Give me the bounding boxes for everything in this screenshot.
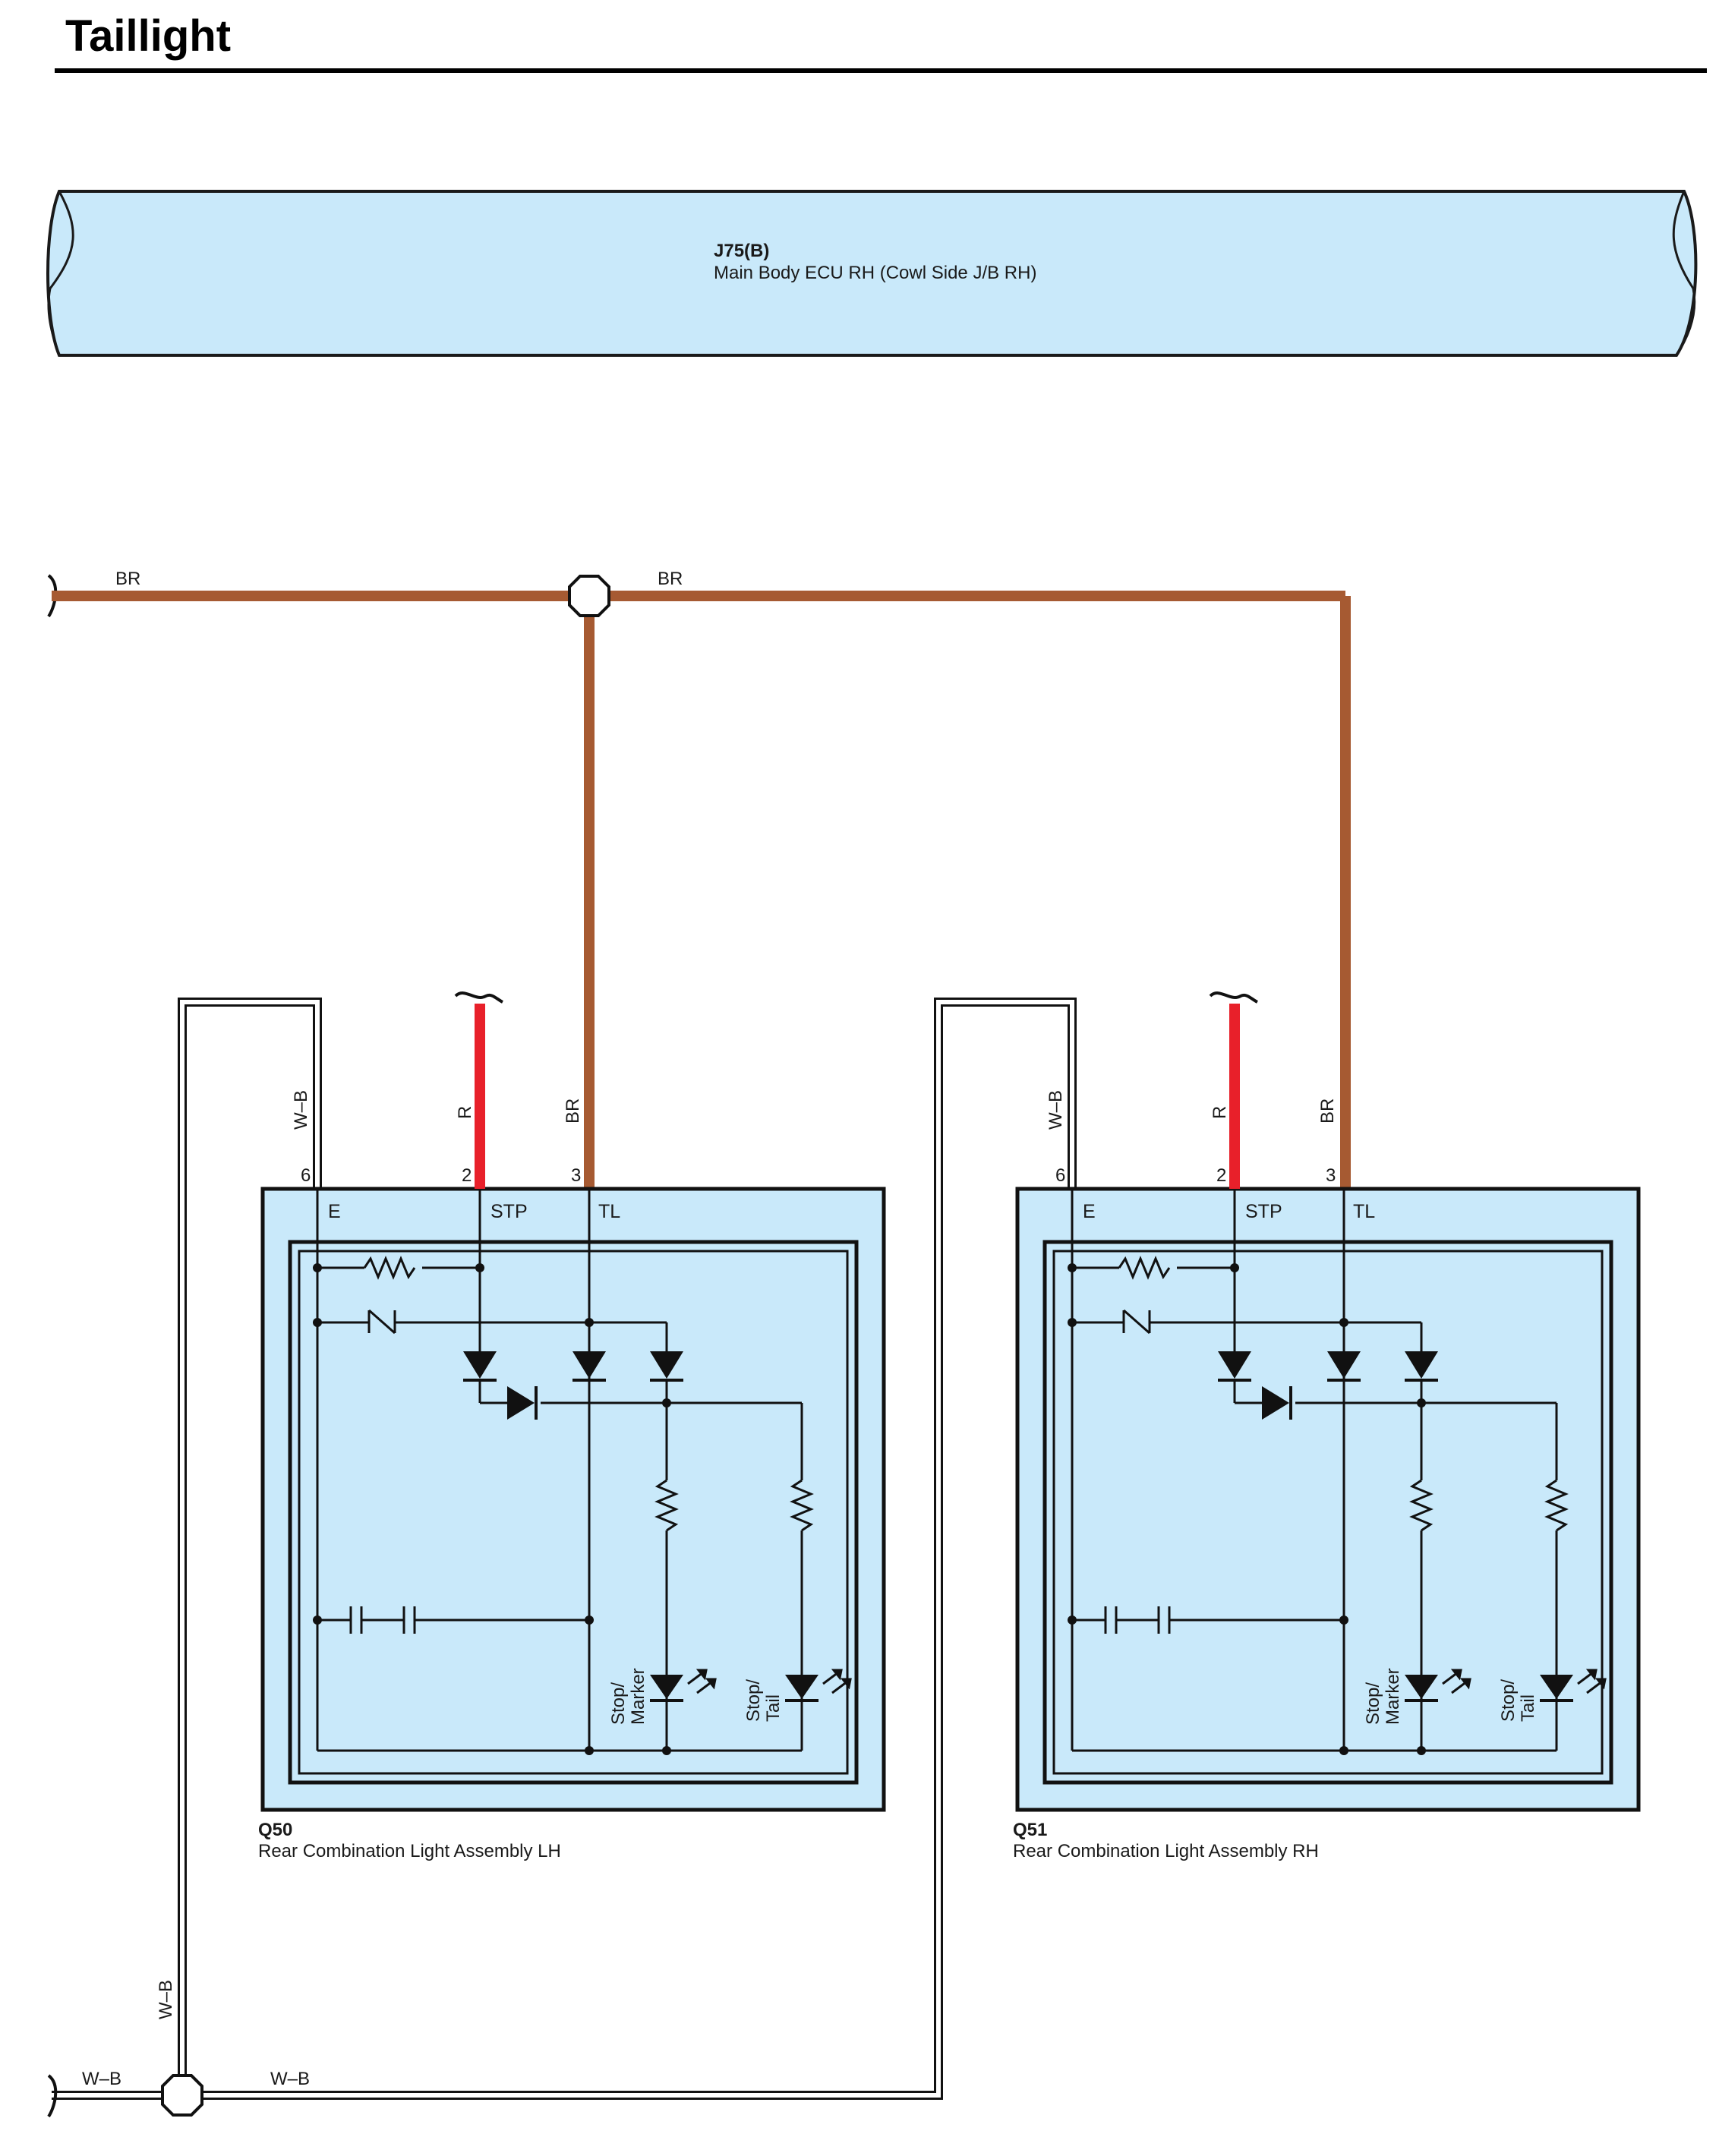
lh-terminal-tl: TL [598, 1201, 620, 1222]
rh-led-1-line2: Marker [1383, 1668, 1403, 1725]
lh-assembly-code: Q50 [258, 1820, 292, 1840]
title-rule [55, 68, 1707, 73]
rh-assembly-name: Rear Combination Light Assembly RH [1013, 1841, 1319, 1861]
br-harness [47, 574, 1351, 1189]
wire-label-wb-left: W–B [82, 2069, 121, 2089]
lh-led-1-line2: Marker [628, 1668, 648, 1725]
rh-terminal-e: E [1083, 1201, 1096, 1222]
wire-label-wb-vertical: W–B [156, 1980, 176, 2019]
lh-led-1-line1: Stop/ [608, 1682, 629, 1725]
ecu-name: Main Body ECU RH (Cowl Side J/B RH) [714, 263, 1036, 283]
rh-pin-stp: 2 [1216, 1165, 1226, 1186]
assembly-rh [1015, 991, 1641, 1812]
rh-led-2-line1: Stop/ [1498, 1679, 1519, 1722]
splice-br-icon [568, 575, 610, 617]
lh-led-2-line1: Stop/ [743, 1679, 764, 1722]
lh-wire-label-stp: R [455, 1106, 475, 1119]
assembly-lh [260, 991, 886, 1812]
rh-pin-tl: 3 [1326, 1165, 1336, 1186]
lh-wire-label-e: W–B [291, 1090, 311, 1130]
rh-led-2-line2: Tail [1518, 1694, 1538, 1722]
lh-terminal-e: E [328, 1201, 341, 1222]
ecu-code: J75(B) [714, 241, 769, 261]
wb-ground-harness [47, 998, 1077, 2118]
wire-label-br-right: BR [658, 569, 683, 589]
lh-wire-label-tl: BR [563, 1098, 583, 1124]
lh-pin-tl: 3 [571, 1165, 581, 1186]
lh-pin-e: 6 [301, 1165, 311, 1186]
rh-wire-label-e: W–B [1046, 1090, 1066, 1130]
rh-terminal-tl: TL [1353, 1201, 1375, 1222]
wire-label-br-left: BR [115, 569, 140, 589]
rh-assembly-code: Q51 [1013, 1820, 1047, 1840]
page-title: Taillight [65, 11, 232, 61]
lh-pin-stp: 2 [462, 1165, 472, 1186]
lh-led-2-line2: Tail [763, 1694, 784, 1722]
rh-wire-label-stp: R [1210, 1106, 1230, 1119]
wire-label-wb-right: W–B [270, 2069, 310, 2089]
rh-wire-label-tl: BR [1317, 1098, 1338, 1124]
rh-pin-e: 6 [1055, 1165, 1065, 1186]
lh-terminal-stp: STP [490, 1201, 528, 1222]
lh-assembly-name: Rear Combination Light Assembly LH [258, 1841, 561, 1861]
rh-led-1-line1: Stop/ [1363, 1682, 1383, 1725]
rh-terminal-stp: STP [1245, 1201, 1282, 1222]
